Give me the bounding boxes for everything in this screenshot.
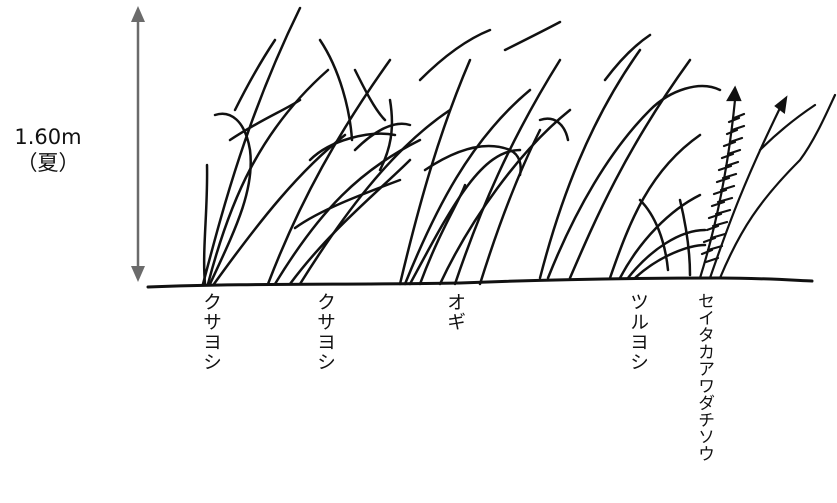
plant-label-tsuruyoshi: ツルヨシ xyxy=(627,292,649,372)
plant-label-kusayoshi-2: クサヨシ xyxy=(314,292,336,372)
plant-label-kusayoshi-1: クサヨシ xyxy=(200,292,222,372)
height-value: 1.60m xyxy=(14,125,82,149)
grass-cluster-tsuruyoshi xyxy=(538,33,722,280)
plant-label-ogi: オギ xyxy=(444,292,466,332)
height-arrow xyxy=(131,6,145,282)
plant-label-seitakaawadachisou: セイタカアワダチソウ xyxy=(694,292,714,462)
grass-cluster-kusayoshi-1 xyxy=(201,6,347,286)
grass-cluster-ogi xyxy=(398,20,572,286)
height-label: 1.60m （夏） xyxy=(2,124,94,176)
height-season: （夏） xyxy=(16,151,80,175)
goldenrod-plant xyxy=(698,85,837,280)
grass-cluster-kusayoshi-2 xyxy=(266,38,452,286)
